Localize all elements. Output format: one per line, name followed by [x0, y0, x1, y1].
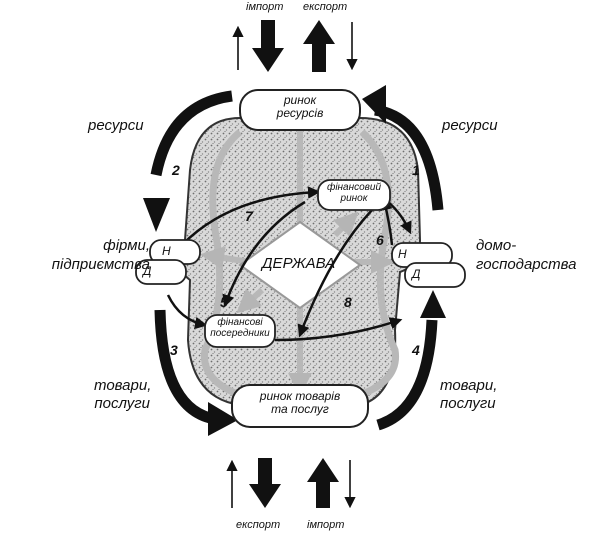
firms-tag-bottom-box [135, 259, 187, 285]
flow-7-arrow [181, 186, 321, 246]
gray-flow-state-left [200, 246, 251, 270]
goods-flow-right-arrow [376, 319, 438, 431]
firms-label-line1: фірми, [103, 237, 150, 254]
top-export-label: експорт [303, 1, 348, 13]
firms-tag-top: Н [162, 244, 171, 258]
right-goods-line2: послуги [440, 395, 496, 412]
flow-number-1: 1 [412, 162, 420, 178]
flow-number-7: 7 [245, 208, 253, 224]
top-import-thick-arrow [252, 20, 284, 72]
goods-flow-left-arrow [154, 309, 212, 424]
goods-market-label: ринок товарів та послуг [232, 389, 368, 417]
left-resources-label: ресурси [88, 117, 144, 134]
goods-market-box [231, 384, 369, 428]
financial-intermediaries-line1: фінансові [217, 317, 263, 328]
resources-flow-left-head [143, 198, 170, 232]
households-label-line2: господарства [476, 256, 577, 273]
left-goods-line1: товари, [94, 377, 152, 394]
top-export-thick-arrow [303, 20, 335, 72]
left-goods-line2: послуги [94, 395, 150, 412]
gray-flow-right-outer [358, 129, 400, 399]
flow-firms-to-intermediaries [166, 294, 208, 330]
resources-flow-right-head [362, 85, 386, 124]
top-import-label: імпорт [246, 1, 284, 13]
households-tag-bottom-box [404, 262, 466, 288]
bottom-import-label: імпорт [307, 519, 345, 531]
resources-market-label: ринок ресурсів [240, 93, 360, 121]
financial-market-line1: фінансовий [326, 182, 382, 193]
financial-intermediaries-line2: посередники [210, 328, 270, 339]
state-label: ДЕРЖАВА [262, 255, 336, 272]
resources-market-line1: ринок [283, 93, 317, 107]
goods-flow-right-head [420, 290, 446, 318]
flow-8-arrow [297, 209, 373, 338]
flow-number-2: 2 [172, 162, 180, 178]
gray-flow-state-down-left [236, 287, 265, 314]
financial-intermediaries-box [204, 314, 276, 348]
financial-market-box [317, 179, 391, 211]
households-tag-bottom: Д [412, 267, 421, 281]
resources-market-box [239, 89, 361, 131]
flow-number-3: 3 [170, 342, 178, 358]
financial-market-label: фінансовий ринок [318, 182, 390, 204]
households-label-line1: домо- [476, 237, 517, 254]
bottom-export-label: експорт [236, 519, 281, 531]
resources-flow-right-arrow [373, 104, 444, 211]
firms-tag-bottom: Д [143, 264, 152, 278]
firms-label-line2: підприємства [51, 256, 150, 273]
goods-market-line2: та послуг [271, 402, 329, 417]
bottom-import-thick-arrow [307, 458, 339, 508]
right-resources-label: ресурси [442, 117, 498, 134]
flow-5-arrow [222, 200, 306, 308]
resources-flow-left-arrow [150, 90, 233, 177]
gray-flow-left-outer [200, 129, 243, 399]
gray-flow-state-up-right [332, 211, 359, 238]
financial-market-line2: ринок [340, 193, 368, 204]
resources-market-line2: ресурсів [276, 106, 324, 121]
households-tag-top: Н [398, 247, 407, 261]
flow-number-6: 6 [376, 232, 384, 248]
flow-number-5: 5 [220, 294, 228, 310]
bottom-export-thick-arrow [249, 458, 281, 508]
flow-number-4: 4 [412, 342, 420, 358]
financial-intermediaries-label: фінансові посередники [205, 317, 275, 339]
right-goods-line1: товари, [440, 377, 498, 394]
flow-number-8: 8 [344, 294, 352, 310]
goods-flow-left-head [208, 402, 238, 436]
flow-intermediaries-to-households [274, 317, 403, 342]
goods-market-line1: ринок товарів [259, 389, 341, 403]
